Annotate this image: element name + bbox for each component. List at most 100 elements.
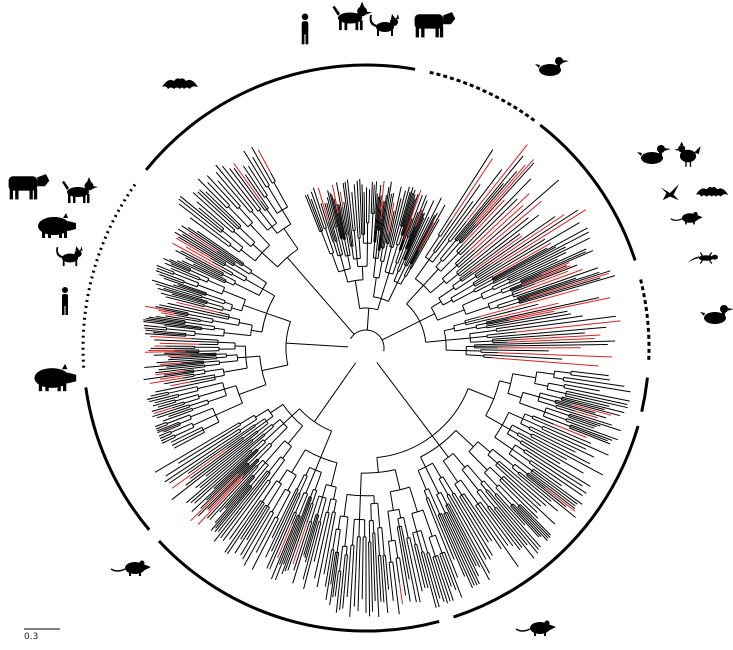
tree-branch	[569, 415, 585, 422]
tree-branch	[408, 191, 411, 198]
tree-branch	[561, 396, 588, 404]
tree-branch	[487, 507, 505, 530]
tree-branch	[525, 248, 587, 277]
tree-branch	[394, 540, 399, 559]
tree-arc	[196, 282, 200, 288]
tree-branch	[421, 214, 436, 240]
tree-branch	[207, 181, 220, 195]
tree-branch	[314, 472, 322, 491]
tree-branch	[433, 567, 445, 602]
tree-branch	[239, 414, 255, 425]
tree-branch	[165, 315, 192, 321]
tree-branch	[394, 469, 401, 490]
tree-branch	[569, 400, 605, 411]
tree-branch	[546, 470, 583, 497]
tree-branch	[345, 546, 348, 555]
tree-branch	[380, 272, 390, 299]
tree-branch	[203, 272, 226, 284]
tree-branch	[171, 440, 182, 446]
tree-branch-highlighted	[541, 262, 570, 275]
tree-branch	[282, 518, 302, 565]
tree-branch	[154, 339, 192, 342]
tree-branch	[462, 169, 503, 221]
tree-branch	[209, 480, 246, 521]
tree-branch	[265, 500, 294, 558]
tree-branch	[531, 446, 561, 465]
tree-branch	[259, 196, 269, 209]
tree-branch-highlighted	[339, 191, 344, 207]
tree-branch	[243, 434, 266, 454]
tree-branch	[213, 493, 252, 542]
tree-branch	[242, 524, 263, 560]
tree-branch	[205, 363, 220, 367]
tree-branch	[544, 411, 567, 421]
tree-branch	[261, 252, 278, 268]
rat-icon	[515, 620, 556, 636]
tree-branch	[483, 356, 493, 359]
bat-icon	[162, 78, 198, 89]
tree-branch	[266, 415, 274, 422]
tree-arc	[373, 276, 380, 279]
tree-branch-highlighted	[292, 522, 308, 565]
tree-branch	[376, 184, 382, 225]
tree-branch	[439, 513, 445, 524]
tree-branch	[167, 302, 210, 314]
tree-branch	[163, 372, 181, 376]
tree-branch	[432, 462, 442, 479]
tree-branch	[376, 196, 379, 219]
tree-branch	[238, 430, 258, 446]
tree-branch	[478, 162, 535, 224]
tree-branch	[237, 450, 259, 471]
tree-branch	[361, 564, 364, 600]
tree-branch	[341, 238, 346, 257]
tree-branch	[489, 526, 519, 567]
tree-branch	[444, 512, 453, 527]
human-icon	[62, 287, 68, 315]
tree-branch	[440, 564, 454, 601]
tree-branch	[144, 364, 175, 368]
tree-branch	[441, 552, 453, 581]
tree-branch	[218, 193, 231, 206]
tree-branch	[406, 285, 424, 305]
tree-branch	[471, 504, 502, 550]
tree-branch	[386, 570, 390, 590]
tree-branch	[446, 512, 452, 522]
tree-arc	[541, 426, 544, 430]
tree-branch	[333, 552, 337, 563]
host-ring-segment	[144, 63, 416, 171]
tree-branch	[337, 515, 341, 530]
tree-arc	[485, 380, 500, 416]
tree-branch	[196, 431, 205, 437]
tree-branch	[398, 526, 403, 544]
tree-arc	[336, 528, 341, 531]
tree-branch	[414, 259, 430, 280]
tree-branch	[389, 491, 394, 511]
tree-branch	[215, 171, 234, 194]
tree-branch	[536, 432, 576, 453]
tree-branch	[190, 291, 203, 297]
tree-branch	[460, 222, 480, 244]
tree-branch	[536, 371, 555, 375]
tree-branch	[335, 583, 341, 613]
tree-branch	[413, 217, 425, 240]
tree-branch	[336, 529, 341, 553]
tree-branch	[223, 367, 248, 373]
tree-branch	[221, 249, 244, 266]
tree-branch	[205, 453, 234, 477]
tree-branch	[377, 207, 381, 231]
tree-branch	[189, 302, 204, 308]
tree-branch	[409, 555, 421, 603]
tree-branch	[520, 268, 548, 281]
tree-branch	[512, 503, 532, 524]
tree-branch	[353, 565, 357, 607]
tree-branch	[262, 288, 275, 297]
tree-branch	[451, 504, 491, 574]
tree-branch	[414, 212, 438, 256]
tree-branch	[411, 197, 442, 257]
tree-branch	[565, 420, 594, 432]
tree-branch	[569, 425, 586, 433]
tree-branch	[151, 404, 174, 412]
tree-branch	[202, 421, 220, 431]
tree-branch	[433, 518, 459, 578]
tree-branch	[411, 213, 424, 240]
